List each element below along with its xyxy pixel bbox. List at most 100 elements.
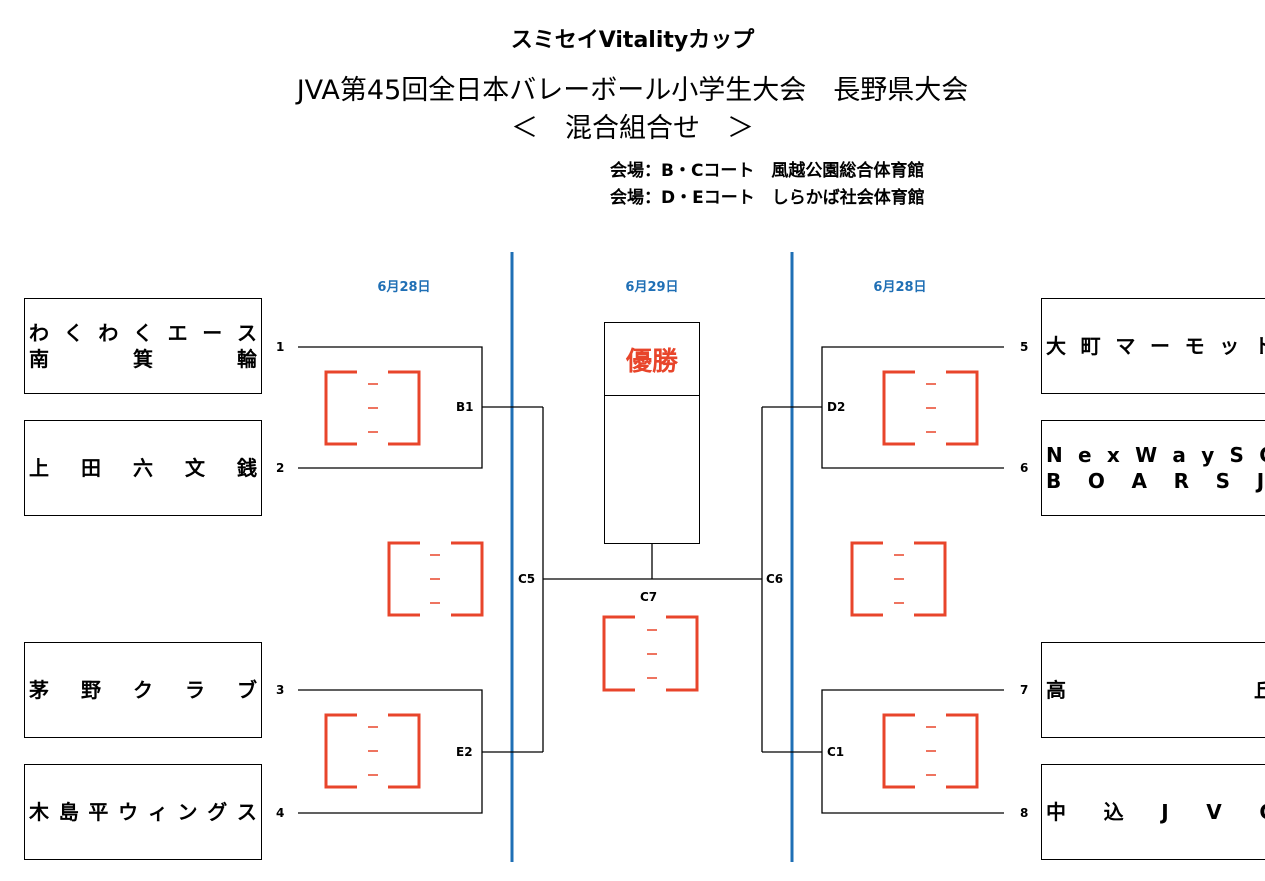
team-name-line: 茅野クラブ — [29, 677, 257, 703]
team-name-char: 上 — [29, 456, 49, 480]
team-name-char: S — [1229, 443, 1244, 467]
team-name-line: 中込JVC — [1046, 799, 1265, 825]
team-name-char: a — [1172, 443, 1186, 467]
team-name-char: W — [1135, 443, 1158, 467]
team-name-char: 野 — [81, 678, 101, 702]
score-bracket-c6 — [850, 541, 947, 617]
team-name-char: x — [1106, 443, 1120, 467]
tournament-title: JVA第45回全日本バレーボール小学生大会 長野県大会 — [296, 75, 969, 106]
seed-2: 2 — [276, 461, 285, 475]
team-name-char: わ — [29, 321, 49, 345]
team-name-line: 大町マーモット — [1046, 333, 1265, 359]
venue-bc: 会場：B・Cコート 風越公園総合体育館 — [610, 161, 925, 181]
team-box-8: 中込JVC — [1041, 764, 1265, 860]
seed-1: 1 — [276, 340, 285, 354]
team-name-char: R — [1173, 469, 1190, 493]
team-name-char: J — [1161, 800, 1169, 824]
team-name-char: 大 — [1046, 334, 1066, 358]
team-name-char: ク — [133, 678, 153, 702]
champion-label: 優勝 — [605, 323, 699, 396]
team-box-1: わくわくエース南箕輪 — [24, 298, 262, 394]
team-name-char: A — [1131, 469, 1147, 493]
score-bracket-d2 — [882, 370, 979, 446]
seed-7: 7 — [1020, 683, 1029, 697]
team-box-4: 木島平ウィングス — [24, 764, 262, 860]
team-name-char: 丘 — [1254, 678, 1265, 702]
team-name-char: ラ — [185, 678, 205, 702]
team-name-char: マ — [1115, 334, 1136, 358]
team-name-char: S — [1215, 469, 1231, 493]
team-name-char: わ — [98, 321, 119, 345]
team-name-char: C — [1259, 799, 1265, 825]
match-label-b1: B1 — [456, 400, 474, 414]
team-name-char: グ — [207, 800, 228, 824]
team-name-char: ス — [236, 321, 257, 345]
team-name-char: く — [132, 321, 153, 345]
score-bracket-b1 — [324, 370, 421, 446]
team-box-6: NexWaySCBOARSJr — [1041, 420, 1265, 516]
team-name-char: 島 — [58, 800, 79, 824]
match-label-d2: D2 — [827, 400, 846, 414]
cup-title: スミセイVitalityカップ — [510, 28, 755, 53]
team-box-7: 高丘 — [1041, 642, 1265, 738]
team-name-line: 木島平ウィングス — [29, 799, 257, 825]
team-name-char: N — [1046, 443, 1063, 467]
team-box-2: 上田六文銭 — [24, 420, 262, 516]
team-name-char: モ — [1184, 334, 1205, 358]
team-name-char: ウ — [118, 800, 139, 824]
team-name-char: 田 — [81, 456, 101, 480]
seed-5: 5 — [1020, 340, 1029, 354]
team-name-char: 高 — [1046, 678, 1066, 702]
team-box-5: 大町マーモット — [1041, 298, 1265, 394]
match-label-c5: C5 — [518, 572, 536, 586]
team-name-char: 六 — [133, 456, 153, 480]
date-right: 6月28日 — [873, 280, 927, 295]
team-name-char: 木 — [29, 800, 49, 824]
team-name-char: ブ — [237, 678, 257, 702]
seed-8: 8 — [1020, 806, 1029, 820]
team-name-char: 銭 — [237, 456, 257, 480]
team-name-line: 上田六文銭 — [29, 455, 257, 481]
team-name-char: 町 — [1080, 334, 1101, 358]
match-label-c7: C7 — [640, 590, 658, 604]
team-box-3: 茅野クラブ — [24, 642, 262, 738]
team-name-line: わくわくエース — [29, 320, 257, 346]
team-name-char: ス — [236, 800, 257, 824]
team-name-char: ィ — [147, 800, 168, 824]
team-name-char: 中 — [1046, 800, 1066, 824]
team-name-char: C — [1259, 442, 1265, 468]
team-name-char: ー — [202, 321, 223, 345]
section-title: ＜ 混合組合せ ＞ — [511, 113, 754, 144]
team-name-char: エ — [167, 321, 188, 345]
score-bracket-c1 — [882, 713, 979, 789]
team-name-char: 南 — [29, 347, 49, 371]
seed-4: 4 — [276, 806, 285, 820]
team-name-char: B — [1046, 469, 1062, 493]
team-name-char: ッ — [1219, 334, 1240, 358]
match-label-e2: E2 — [456, 745, 473, 759]
venue-de: 会場：D・Eコート しらかば社会体育館 — [610, 188, 925, 208]
team-name-char: y — [1201, 443, 1215, 467]
team-name-char: 文 — [185, 456, 205, 480]
date-left: 6月28日 — [377, 280, 431, 295]
date-center: 6月29日 — [625, 280, 679, 295]
team-name-char: e — [1078, 443, 1092, 467]
seed-3: 3 — [276, 683, 285, 697]
team-name-char: 込 — [1103, 800, 1124, 824]
team-name-char: 平 — [88, 800, 109, 824]
team-name-char: 箕 — [133, 347, 153, 371]
team-name-line: NexWaySC — [1046, 442, 1265, 468]
team-name-line: 南箕輪 — [29, 346, 257, 372]
champion-box: 優勝 — [604, 322, 700, 544]
seed-6: 6 — [1020, 461, 1029, 475]
team-name-char: く — [63, 321, 84, 345]
match-label-c6: C6 — [766, 572, 784, 586]
team-name-line: BOARSJr — [1046, 468, 1265, 494]
score-bracket-c7 — [602, 615, 699, 692]
score-bracket-e2 — [324, 713, 421, 789]
team-name-line: 高丘 — [1046, 677, 1265, 703]
team-name-char: O — [1087, 469, 1105, 493]
score-bracket-c5 — [387, 541, 484, 617]
team-name-char: V — [1206, 800, 1222, 824]
